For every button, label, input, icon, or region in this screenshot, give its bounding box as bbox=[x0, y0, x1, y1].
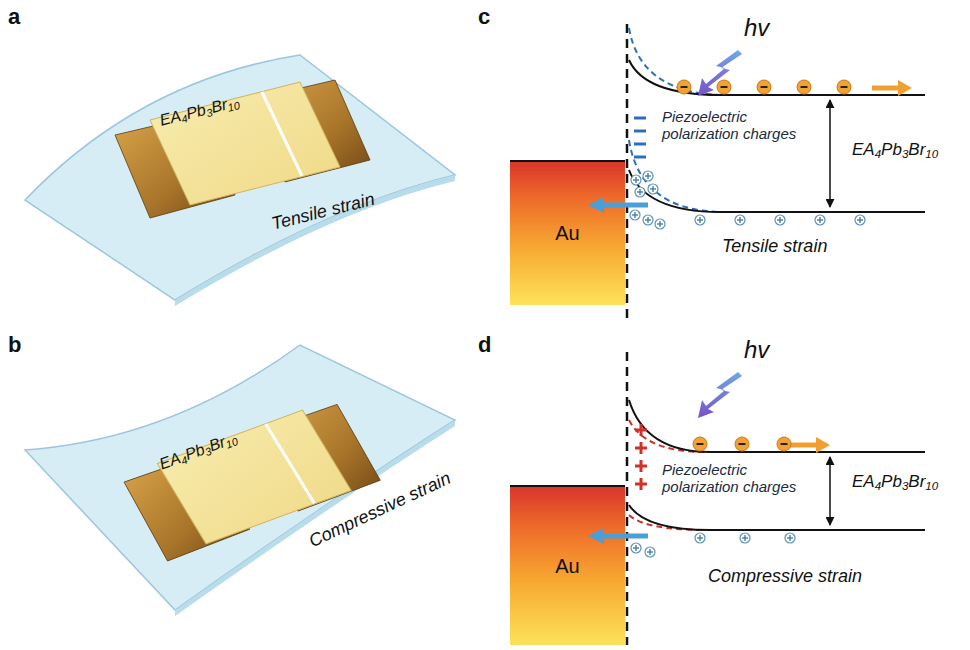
strain-label: Compressive strain bbox=[708, 566, 862, 587]
tensile-device bbox=[25, 55, 455, 306]
photon-label: hv bbox=[744, 336, 769, 364]
compressive-device bbox=[25, 345, 455, 616]
panel-letter: d bbox=[478, 332, 491, 357]
strain-label: Tensile strain bbox=[722, 236, 827, 257]
electrode-label: Au bbox=[555, 222, 579, 245]
electrode-label: Au bbox=[555, 555, 579, 578]
band-diagram-tensile bbox=[627, 24, 925, 318]
gold-electrode: Au bbox=[510, 160, 625, 305]
material-label: EA4Pb3Br10 bbox=[852, 472, 938, 492]
panel-letter: c bbox=[478, 4, 490, 29]
band-diagram-compressive bbox=[627, 352, 925, 645]
panel-letter: b bbox=[8, 332, 21, 357]
charge-carriers bbox=[630, 80, 865, 557]
photon-label: hv bbox=[744, 14, 769, 42]
charge-label: Piezoelectric polarization charges bbox=[662, 461, 812, 496]
material-label: EA4Pb3Br10 bbox=[852, 140, 938, 160]
gold-electrode: Au bbox=[510, 485, 625, 645]
panel-letter: a bbox=[8, 4, 20, 29]
charge-label: Piezoelectric polarization charges bbox=[662, 108, 812, 143]
